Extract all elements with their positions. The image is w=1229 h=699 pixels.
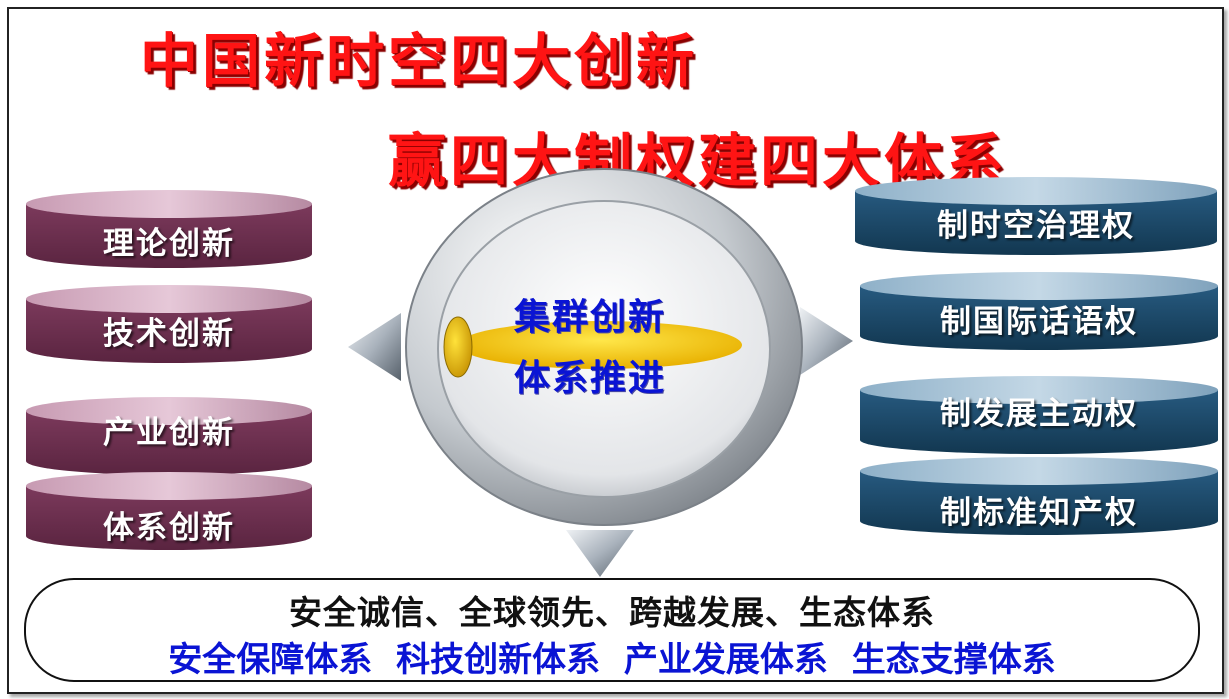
right-item-label-2: 制国际话语权 — [940, 304, 1138, 340]
title-line-1: 中国新时空四大创新 — [140, 27, 699, 95]
bottom-summary-box: 安全诚信、全球领先、跨越发展、生态体系 安全保障体系 科技创新体系 产业发展体系… — [24, 578, 1200, 682]
left-cylinder-1: 理论创新 — [24, 188, 314, 270]
left-item-label-1: 理论创新 — [103, 226, 235, 262]
arrow-right — [800, 307, 853, 375]
center-text-line-1: 集群创新 — [514, 297, 667, 338]
bottom-line-1: 安全诚信、全球领先、跨越发展、生态体系 — [289, 593, 935, 632]
bottom-line-2: 安全保障体系 科技创新体系 产业发展体系 生态支撑体系 — [168, 640, 1056, 680]
left-item-label-4: 体系创新 — [103, 510, 235, 546]
center-text-line-2: 体系推进 — [514, 358, 667, 399]
left-cylinder-4: 体系创新 — [24, 470, 314, 552]
arrow-down — [566, 530, 634, 577]
left-item-label-2: 技术创新 — [103, 316, 235, 352]
right-item-label-4: 制标准知产权 — [940, 495, 1138, 531]
right-item-label-1: 制时空治理权 — [937, 208, 1135, 244]
left-cylinder-2: 技术创新 — [24, 283, 314, 365]
yellow-small-ellipse — [443, 316, 473, 378]
right-item-label-3: 制发展主动权 — [940, 396, 1138, 432]
right-cylinder-4: 制标准知产权 — [858, 455, 1220, 537]
right-cylinder-3: 制发展主动权 — [858, 374, 1220, 456]
yellow-ellipse — [458, 321, 742, 369]
center-sphere — [405, 168, 803, 526]
right-cylinder-2: 制国际话语权 — [858, 270, 1220, 352]
arrow-left — [348, 313, 401, 381]
left-cylinder-3: 产业创新 — [24, 395, 314, 477]
left-item-label-3: 产业创新 — [103, 415, 235, 451]
right-cylinder-1: 制时空治理权 — [853, 175, 1219, 257]
